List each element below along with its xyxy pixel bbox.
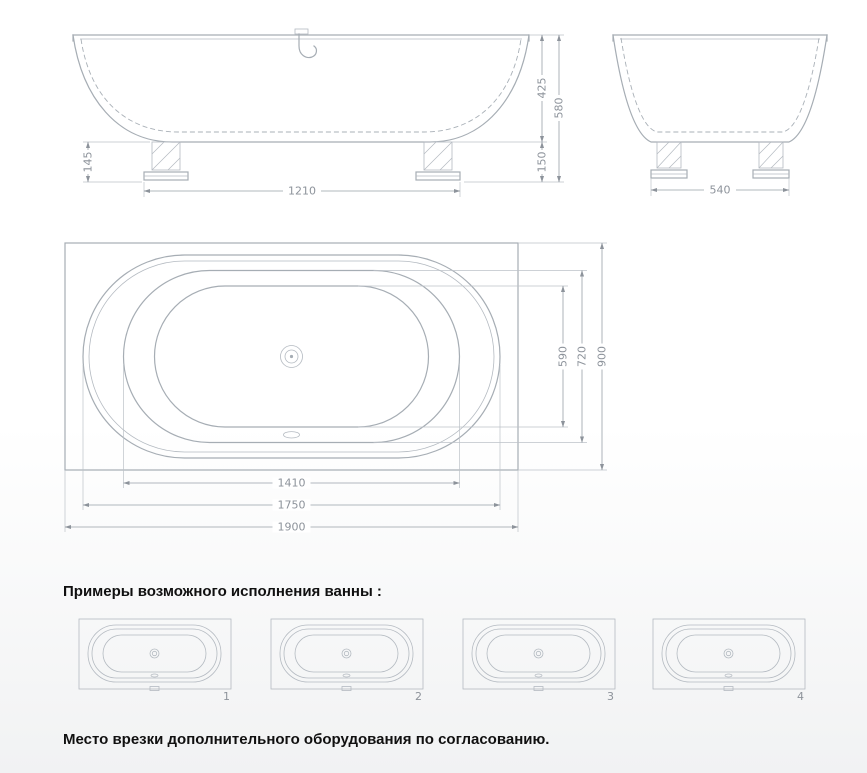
plan-view-drawing: 590 720 900 1410 1750 xyxy=(64,242,609,534)
deck-rectangle xyxy=(64,242,519,471)
drain-icon xyxy=(533,648,544,659)
drain-icon xyxy=(723,648,734,659)
dim-590: 590 xyxy=(557,346,570,367)
overflow-icon xyxy=(283,431,300,439)
overflow-icon xyxy=(342,673,351,678)
end-view-drawing: 540 xyxy=(612,34,828,197)
overflow-icon xyxy=(150,673,159,678)
variant-number: 4 xyxy=(797,690,804,703)
variant-number: 1 xyxy=(223,690,230,703)
plan-view-dimensions: 590 720 900 1410 1750 xyxy=(64,242,609,534)
side-view-dimensions: 425 150 580 145 1210 xyxy=(82,34,566,198)
dim-1210: 1210 xyxy=(288,185,316,198)
dim-425: 425 xyxy=(536,78,549,99)
drain-icon xyxy=(341,648,352,659)
tub-end-profile xyxy=(612,34,828,143)
basin-bottom-stadium xyxy=(153,285,430,428)
side-view-drawing: 425 150 580 145 1210 xyxy=(72,28,566,198)
rim-outer-stadium xyxy=(82,254,501,459)
tub-side-profile xyxy=(72,34,530,143)
dim-900: 900 xyxy=(596,346,609,367)
dim-540: 540 xyxy=(710,184,731,197)
basin-top-stadium xyxy=(122,269,461,444)
variant-thumbnail-4: 4 xyxy=(652,618,806,703)
dim-1750: 1750 xyxy=(278,499,306,512)
variants-section-title: Примеры возможного исполнения ванны : xyxy=(63,583,382,600)
faucet-icon xyxy=(294,28,318,59)
end-view-dimensions: 540 xyxy=(650,178,790,197)
dim-720: 720 xyxy=(576,346,589,367)
variant-thumbnail-3: 3 xyxy=(462,618,616,703)
dim-1410: 1410 xyxy=(278,477,306,490)
drain-icon xyxy=(149,648,160,659)
variant-number: 2 xyxy=(415,690,422,703)
tub-plan-outline xyxy=(64,242,519,471)
dim-1900: 1900 xyxy=(278,521,306,534)
overflow-icon xyxy=(534,673,543,678)
variant-thumbnail-1: 1 xyxy=(78,618,232,703)
tub-feet-end xyxy=(650,141,790,179)
variant-number: 3 xyxy=(607,690,614,703)
dim-580: 580 xyxy=(553,98,566,119)
overflow-icon xyxy=(724,673,733,678)
dim-145: 145 xyxy=(82,152,95,173)
variant-thumbnail-2: 2 xyxy=(270,618,424,703)
tub-feet-side xyxy=(143,141,461,181)
rim-inner-edge-stadium xyxy=(88,260,495,453)
drain-icon xyxy=(280,345,303,368)
note-text: Место врезки дополнительного оборудовани… xyxy=(63,731,550,748)
dim-150: 150 xyxy=(536,152,549,173)
